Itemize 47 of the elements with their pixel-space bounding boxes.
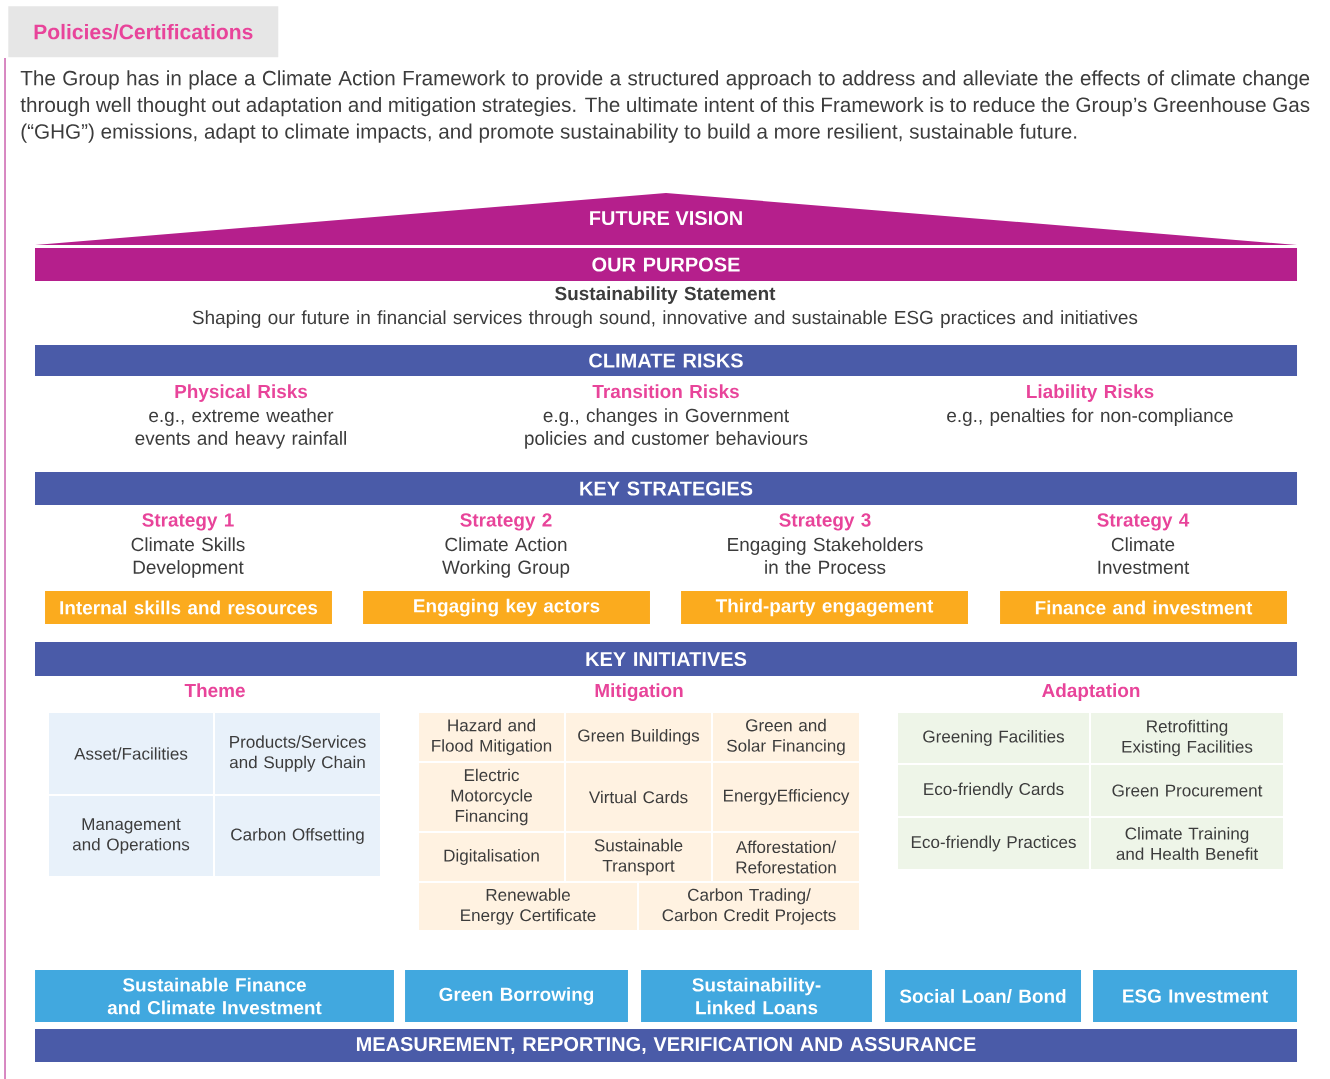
statement-heading: Sustainability Statement <box>555 286 776 304</box>
risk-description: e.g., extreme weather events and heavy rainfall <box>135 408 346 449</box>
table-cell: Virtual Cards <box>564 761 713 833</box>
table-cell: Afforestation/ Reforestation <box>711 831 861 883</box>
product-box: Sustainable Finance and Climate Investment <box>35 970 394 1022</box>
risk-description: e.g., changes in Government policies and customer behaviours <box>525 408 808 449</box>
table-cell: Retrofitting Existing Facilities <box>1089 711 1285 765</box>
table-cell: Products/Services and Supply Chain <box>213 711 382 796</box>
risk-description: e.g., penalties for non-compliance <box>947 408 1233 426</box>
table-cell: Sustainable Transport <box>564 831 713 883</box>
strategy-bar: Third-party engagement <box>681 591 968 625</box>
band: KEY INITIATIVES <box>35 642 1297 676</box>
strategy-description: Engaging Stakeholders in the Process <box>728 537 923 574</box>
band: KEY STRATEGIES <box>35 471 1297 506</box>
table-cell: Renewable Energy Certificate <box>417 881 639 933</box>
triangle-band: FUTURE VISION <box>35 193 1297 245</box>
table-cell: EnergyEfficiency <box>711 761 861 833</box>
table-cell: Eco-friendly Practices <box>896 816 1092 872</box>
product-box: Social Loan/ Bond <box>885 970 1081 1022</box>
table-cell: Eco-friendly Cards <box>896 763 1092 819</box>
title-tab: Policies/Certifications <box>8 6 279 58</box>
table-cell: Digitalisation <box>417 831 566 883</box>
table-cell: Green Buildings <box>564 711 713 763</box>
intro-paragraph: The Group has in place a Climate Action Framework to provide a structured approach to address and alleviate the effects of climate change through well thought out adaptation and mitigation strategies. The ultimate intent of this Framework is to reduce the Group’s Greenhouse Gas (“GHG”) emissions, adapt to climate impacts, and promote sustainability to build a more resilient, sustainable future. <box>20 70 1310 143</box>
table-cell: Green and Solar Financing <box>711 711 861 763</box>
band: OUR PURPOSE <box>35 247 1297 282</box>
table-cell: Green Procurement <box>1089 763 1285 819</box>
table-cell: Management and Operations <box>47 794 215 878</box>
table-cell: Greening Facilities <box>896 711 1092 765</box>
product-box: ESG Investment <box>1093 970 1297 1022</box>
table-cell: Carbon Offsetting <box>213 794 382 878</box>
statement-text: Shaping our future in financial services through sound, innovative and sustainable ESG practices and initiatives <box>192 310 1138 328</box>
strategy-description: Climate Skills Development <box>131 537 245 578</box>
strategy-description: Climate Investment <box>1098 537 1190 574</box>
table-cell: Electric Motorcycle Financing <box>417 761 566 833</box>
table-cell: Hazard and Flood Mitigation <box>417 711 566 763</box>
band: MEASUREMENT, REPORTING, VERIFICATION AND ASSURANCE <box>35 1029 1297 1063</box>
strategy-description: Climate Action Working Group <box>442 537 570 578</box>
product-box: Green Borrowing <box>405 970 628 1022</box>
table-cell: Carbon Trading/ Carbon Credit Projects <box>637 881 861 933</box>
table-cell: Climate Training and Health Benefit <box>1089 816 1285 872</box>
strategy-bar: Internal skills and resources <box>45 591 332 625</box>
strategy-bar: Finance and investment <box>1000 591 1287 625</box>
product-box: Sustainability-Linked Loans <box>641 970 872 1022</box>
strategy-bar: Engaging key actors <box>363 591 650 625</box>
table-cell: Asset/Facilities <box>47 711 215 796</box>
band: CLIMATE RISKS <box>35 345 1297 376</box>
